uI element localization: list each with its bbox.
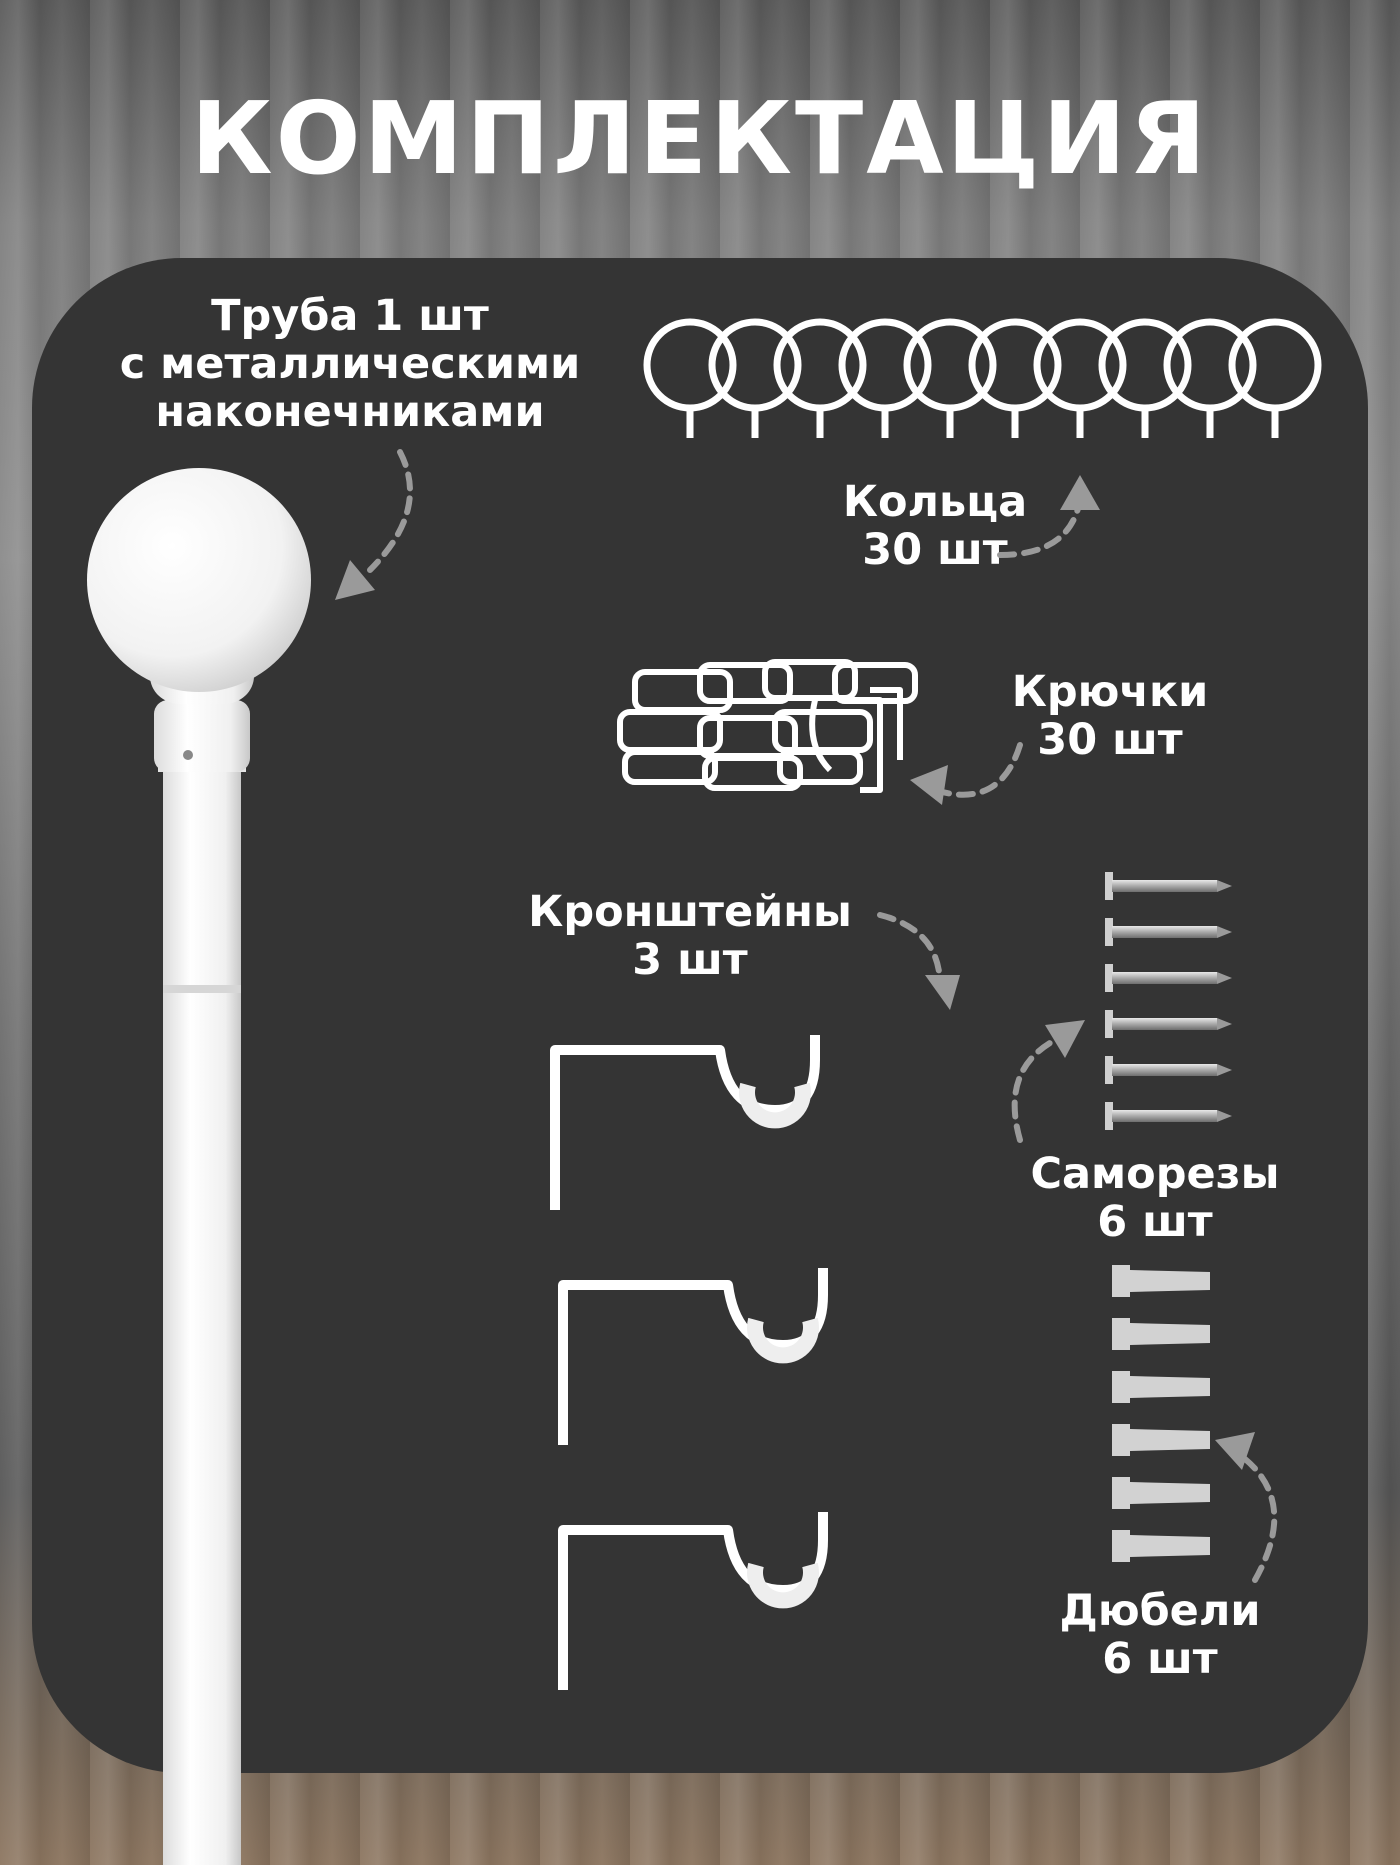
dowels-arrow: [1237, 1452, 1278, 1583]
dowels: [1112, 1265, 1210, 1562]
screws: [1105, 872, 1232, 1130]
screw: [1105, 1102, 1232, 1130]
rings-label-line1: Кольца: [842, 477, 1028, 527]
screw: [1105, 918, 1232, 946]
dowels-label-line1: Дюбели: [1059, 1586, 1261, 1636]
screw: [1105, 1010, 1232, 1038]
curtain-rod: [87, 468, 311, 1865]
screws-label-line1: Саморезы: [1030, 1149, 1280, 1199]
ring: [838, 318, 932, 438]
hooks-label-line1: Крючки: [1011, 667, 1209, 717]
dowel: [1112, 1318, 1210, 1350]
rod-label: Труба 1 шт с металлическими наконечникам…: [60, 291, 640, 438]
ball-finial: [87, 468, 311, 692]
rings-label: Кольца 30 шт: [790, 478, 1080, 574]
page-title: КОМПЛЕКТАЦИЯ: [190, 80, 1210, 197]
ring: [643, 318, 737, 438]
dowels-label-line2: 6 шт: [1102, 1634, 1218, 1685]
rings-arrow: [997, 497, 1083, 558]
screw: [1105, 872, 1232, 900]
ring: [1163, 318, 1257, 438]
rod-arrow: [367, 449, 413, 573]
hooks-arrow: [932, 742, 1023, 798]
bracket: [558, 1512, 828, 1690]
rings-label-line2: 30 шт: [862, 525, 1008, 576]
ring: [1098, 318, 1192, 438]
dowel: [1112, 1477, 1210, 1509]
hooks-arrowhead: [910, 765, 948, 805]
screw: [1105, 964, 1232, 992]
screws-arrowhead: [1045, 1020, 1085, 1058]
dowel: [1112, 1371, 1210, 1403]
curtain-rings: [643, 318, 1322, 438]
screws-label: Саморезы 6 шт: [985, 1150, 1325, 1246]
ring: [903, 318, 997, 438]
rod-label-line2: с металлическими: [119, 339, 581, 390]
screws-arrow: [1011, 1037, 1058, 1143]
ring: [968, 318, 1062, 438]
rod-arrowhead: [335, 560, 375, 600]
ring: [1228, 318, 1322, 438]
hooks-label: Крючки 30 шт: [960, 668, 1260, 764]
brackets-label-line1: Кронштейны: [528, 887, 852, 937]
ring: [773, 318, 867, 438]
arrows: [367, 449, 1278, 1583]
brackets-label-line2: 3 шт: [632, 935, 748, 986]
bracket: [550, 1035, 820, 1210]
dowels-arrowhead: [1215, 1432, 1255, 1470]
bracket: [558, 1268, 828, 1445]
rings-arrowhead: [1060, 475, 1100, 510]
curtain-hooks: [617, 659, 918, 793]
rod-label-line1: Труба 1 шт: [211, 291, 489, 341]
hooks-label-line2: 30 шт: [1037, 715, 1183, 766]
arrowheads: [335, 475, 1255, 1470]
dowel: [1112, 1265, 1210, 1297]
brackets-arrow: [877, 912, 943, 988]
screws-label-line2: 6 шт: [1097, 1197, 1213, 1248]
ring: [1033, 318, 1127, 438]
dowel: [1112, 1530, 1210, 1562]
screw: [1105, 1056, 1232, 1084]
ring: [708, 318, 802, 438]
dowels-label: Дюбели 6 шт: [1010, 1587, 1310, 1683]
brackets-arrowhead: [925, 975, 960, 1010]
dowel: [1112, 1424, 1210, 1456]
rod-label-line3: наконечниками: [155, 387, 545, 438]
brackets-label: Кронштейны 3 шт: [490, 888, 890, 984]
